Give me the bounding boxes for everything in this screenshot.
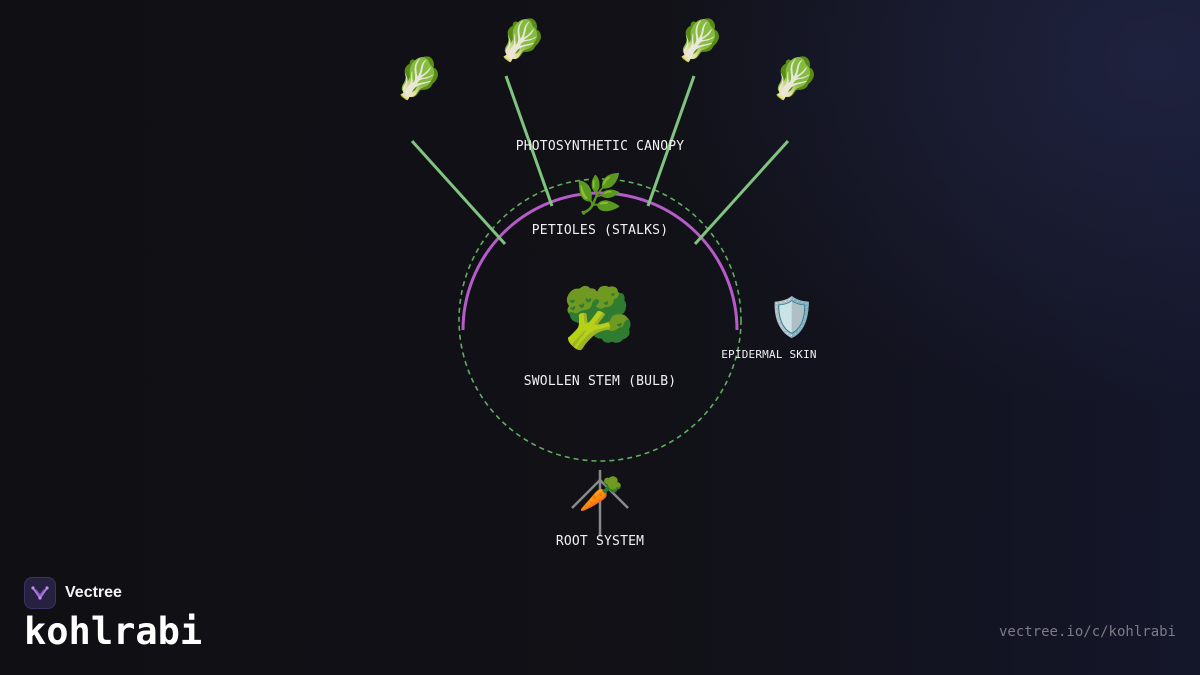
leaf-icon: 🥬 [675, 18, 725, 64]
petioles-label: PETIOLES (STALKS) [531, 223, 669, 238]
root-line-left [571, 479, 601, 509]
carrot-root-icon: 🥕 [578, 474, 624, 515]
root-line-right [599, 479, 629, 509]
vectree-logo-icon [24, 577, 56, 609]
page-title: kohlrabi [24, 610, 203, 653]
shield-icon: 🛡️ [768, 295, 816, 339]
sprout-icon: 🌿 [575, 172, 623, 216]
bulb-outline [458, 178, 742, 462]
skin-label: EPIDERMAL SKIN [721, 348, 817, 361]
petiole-stalk-4 [693, 139, 790, 246]
skin-arc [461, 191, 739, 331]
canopy-label: PHOTOSYNTHETIC CANOPY [515, 139, 685, 154]
petiole-stalk-1 [410, 139, 507, 246]
leaf-icon: 🥬 [497, 18, 547, 64]
petiole-stalk-3 [646, 75, 696, 207]
petiole-stalk-2 [504, 75, 554, 207]
brand-name: Vectree [65, 584, 122, 601]
bulb-label: SWOLLEN STEM (BULB) [523, 374, 677, 389]
source-url[interactable]: vectree.io/c/kohlrabi [998, 624, 1176, 640]
roots-label: ROOT SYSTEM [555, 534, 645, 549]
leaf-icon: 🥬 [394, 56, 444, 102]
brand: Vectree [24, 577, 122, 609]
leaf-icon: 🥬 [770, 56, 820, 102]
broccoli-bulb-icon: 🥦 [562, 284, 636, 352]
